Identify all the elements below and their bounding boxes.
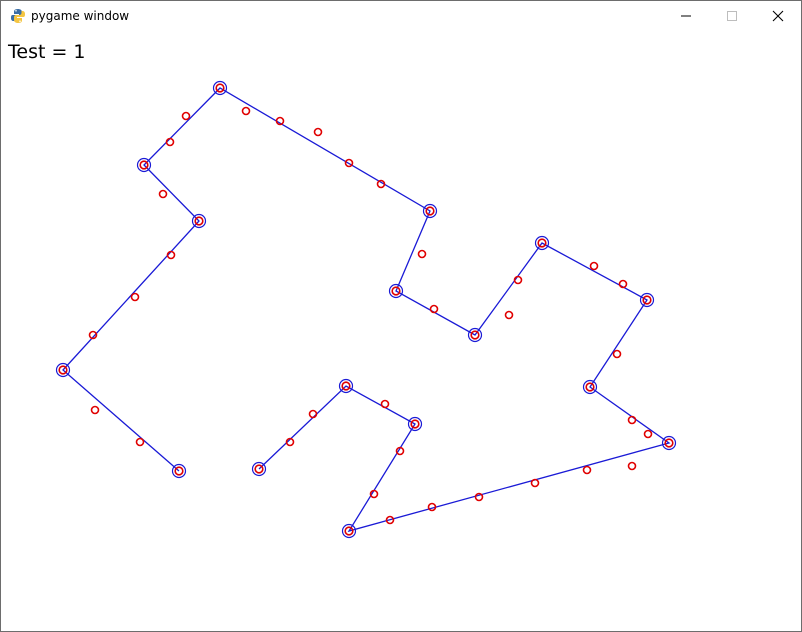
vertex-node[interactable] — [338, 378, 354, 394]
sample-marker — [380, 399, 390, 409]
sample-marker — [513, 275, 523, 285]
vertex-node[interactable] — [341, 523, 357, 539]
sample-marker — [344, 158, 354, 168]
game-canvas[interactable]: Test = 1 — [1, 31, 801, 631]
sample-marker — [627, 461, 637, 471]
sample-marker — [627, 415, 637, 425]
minimize-icon — [681, 15, 691, 17]
sample-marker — [618, 279, 628, 289]
sample-marker — [88, 330, 98, 340]
path-line — [62, 87, 671, 533]
vertex-node[interactable] — [582, 379, 598, 395]
sample-marker — [181, 111, 191, 121]
window-title: pygame window — [31, 9, 130, 23]
sample-marker — [395, 446, 405, 456]
sample-marker — [504, 310, 514, 320]
sample-marker — [90, 405, 100, 415]
sample-marker — [474, 492, 484, 502]
maximize-button[interactable] — [709, 1, 755, 31]
title-bar[interactable]: pygame window — [1, 1, 801, 31]
path-plot — [55, 80, 677, 539]
vertex-node[interactable] — [407, 416, 423, 432]
sample-marker — [313, 127, 323, 137]
sample-marker — [135, 437, 145, 447]
sample-marker — [582, 465, 592, 475]
test-counter: Test = 1 — [8, 41, 86, 63]
vertex-node[interactable] — [212, 80, 228, 96]
vertex-node[interactable] — [534, 235, 550, 251]
vertex-node[interactable] — [388, 283, 404, 299]
sample-marker — [308, 409, 318, 419]
sample-marker — [612, 349, 622, 359]
sample-marker — [429, 304, 439, 314]
vertex-node[interactable] — [467, 327, 483, 343]
sample-marker — [643, 429, 653, 439]
python-icon — [11, 9, 25, 23]
sample-marker — [427, 502, 437, 512]
sample-marker — [130, 292, 140, 302]
vertex-node[interactable] — [55, 362, 71, 378]
sample-marker — [589, 261, 599, 271]
maximize-icon — [727, 11, 737, 21]
vertex-node[interactable] — [171, 463, 187, 479]
sample-marker — [376, 179, 386, 189]
vertex-node[interactable] — [661, 435, 677, 451]
sample-marker — [385, 515, 395, 525]
sample-marker — [285, 437, 295, 447]
sample-marker — [369, 489, 379, 499]
vertex-node[interactable] — [251, 461, 267, 477]
sample-marker — [241, 106, 251, 116]
vertex-node[interactable] — [136, 157, 152, 173]
vertex-node[interactable] — [191, 213, 207, 229]
sample-marker — [530, 478, 540, 488]
minimize-button[interactable] — [663, 1, 709, 31]
vertex-node[interactable] — [639, 292, 655, 308]
sample-marker — [166, 250, 176, 260]
sample-marker — [158, 189, 168, 199]
vertex-node[interactable] — [422, 203, 438, 219]
sample-marker — [275, 116, 285, 126]
close-button[interactable] — [755, 1, 801, 31]
close-icon — [772, 10, 784, 22]
sample-marker — [417, 249, 427, 259]
sample-marker — [165, 137, 175, 147]
